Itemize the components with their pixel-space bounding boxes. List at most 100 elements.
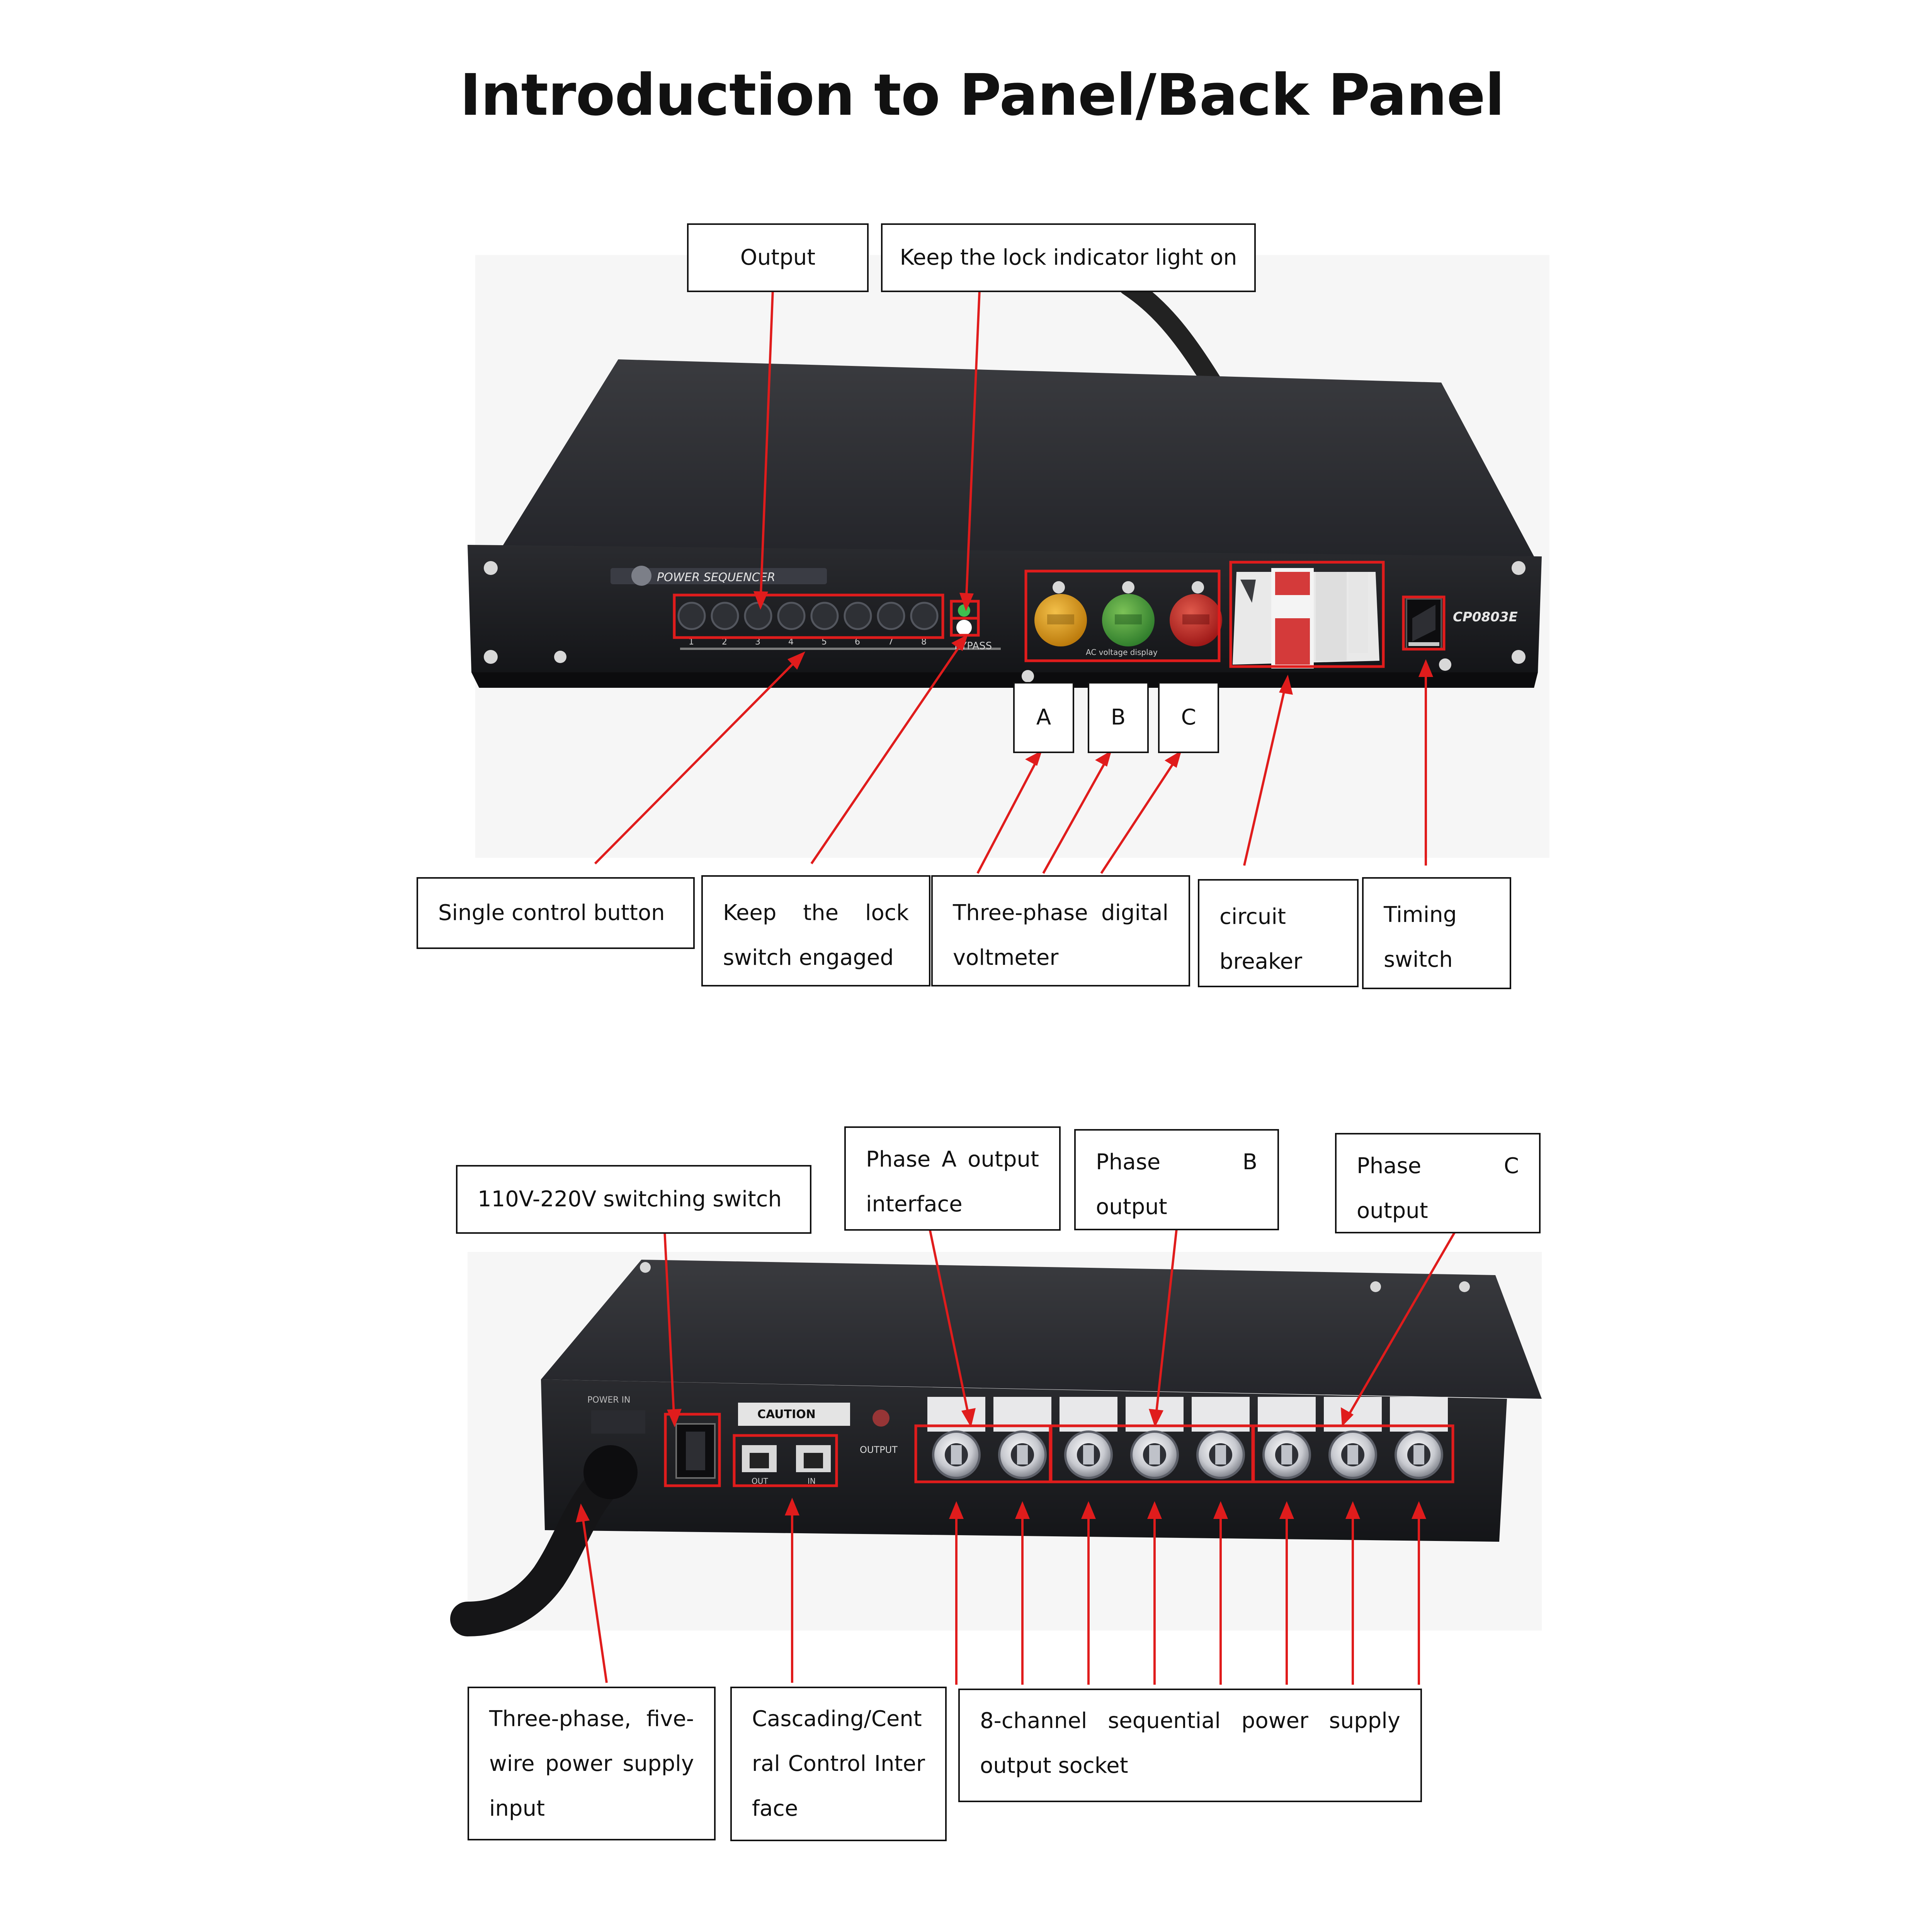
front-bottom-edge — [471, 672, 1538, 688]
voltmeter-lamps: AC voltage display — [1034, 581, 1222, 657]
socket-leader-lines — [955, 1509, 1420, 1685]
buttons-highlight — [673, 594, 944, 639]
lock-switch[interactable] — [956, 620, 972, 635]
back-leader-lines — [580, 1226, 1458, 1683]
control-button-2[interactable] — [711, 602, 739, 630]
leader-phase-c — [1100, 755, 1180, 874]
control-button-5[interactable] — [810, 602, 839, 630]
label-circuit-breaker: circuit breaker — [1198, 879, 1359, 987]
voltmeter-highlight — [1024, 570, 1221, 662]
front-arrowheads — [753, 591, 1433, 768]
front-leader-lines — [594, 289, 1427, 874]
label-phase-b-output: Phase B output interface — [1074, 1129, 1279, 1230]
switch-highlight — [664, 1413, 721, 1487]
model-label: CP0803E — [1453, 609, 1518, 625]
socket-arrow-2 — [1015, 1501, 1030, 1519]
socket-arrow-7 — [1345, 1501, 1360, 1519]
power-in-spec-plate — [591, 1410, 645, 1434]
timing-switch-highlight — [1402, 595, 1446, 651]
front-face — [468, 545, 1542, 672]
brand-strip — [611, 568, 827, 584]
button-number-7: 7 — [888, 637, 893, 647]
socket-arrow-5 — [1213, 1501, 1228, 1519]
button-number-5: 5 — [821, 637, 827, 647]
button-number-3: 3 — [755, 637, 760, 647]
label-power-supply-input: Three-phase, five-wire power supply inpu… — [468, 1687, 716, 1840]
leader-indicator — [965, 289, 981, 606]
button-number-4: 4 — [788, 637, 794, 647]
power-input-cable — [450, 1459, 628, 1636]
control-button-7[interactable] — [877, 602, 905, 630]
leader-phase-b — [1042, 755, 1110, 874]
control-button-3[interactable] — [744, 602, 772, 630]
label-phase-c: C — [1158, 682, 1219, 753]
control-button-4[interactable] — [777, 602, 806, 630]
label-output-sockets: 8-channel sequential power supply output… — [958, 1689, 1422, 1802]
back-panel-device: POWER IN CAUTION OUT IN OUTPUT — [450, 1252, 1542, 1636]
label-phase-b: B — [1088, 682, 1149, 753]
button-underline — [680, 648, 1001, 650]
socket-arrowheads — [949, 1501, 1426, 1519]
back-top-face — [541, 1260, 1542, 1399]
label-lock-switch: Keep the lock switch engaged — [701, 875, 930, 986]
brand-label: POWER SEQUENCER — [657, 571, 775, 584]
socket-arrow-1 — [949, 1501, 964, 1519]
label-phase-a: A — [1013, 682, 1074, 753]
caution-label — [738, 1403, 850, 1426]
leader-phase-b-output — [1154, 1228, 1178, 1422]
control-button-1[interactable] — [677, 602, 706, 630]
page-title: Introduction to Panel/Back Panel — [460, 62, 1505, 128]
label-single-control-button: Single control button — [417, 877, 695, 949]
label-110v-220v-switch: 110V-220V switching switch — [456, 1165, 811, 1234]
caution-text: CAUTION — [757, 1408, 816, 1421]
control-button-8[interactable] — [910, 602, 939, 630]
back-arrowheads — [576, 1407, 1354, 1522]
label-three-phase-voltmeter: Three-phase digital voltmeter — [931, 875, 1190, 986]
port-out-label: OUT — [752, 1476, 768, 1486]
single-control-buttons — [677, 602, 939, 630]
circuit-breaker-device — [1233, 568, 1379, 668]
lamp-a-bolt — [1053, 581, 1065, 594]
leader-phase-c-output — [1344, 1228, 1458, 1423]
rack-screws-front — [484, 561, 1526, 682]
timing-switch-device — [1406, 598, 1442, 650]
lamp-c-bolt — [1192, 581, 1204, 594]
leader-switch — [663, 1230, 675, 1422]
meter-caption: AC voltage display — [1086, 648, 1158, 657]
output-label: OUTPUT — [860, 1444, 898, 1455]
back-highlight-boxes — [664, 1413, 1454, 1487]
label-phase-c-output: Phase C output interface — [1335, 1133, 1541, 1233]
label-lock-indicator: Keep the lock indicator light on — [881, 223, 1256, 292]
brand-logo — [631, 566, 651, 586]
socket-arrow-3 — [1081, 1501, 1096, 1519]
leader-output — [759, 289, 774, 605]
breaker-highlight — [1229, 561, 1385, 668]
button-number-2: 2 — [722, 637, 727, 647]
label-timing-switch: Timing switch — [1362, 877, 1511, 989]
label-cascading-interface: Cascading/Central Control Interface — [730, 1687, 947, 1841]
leader-phase-a-output — [928, 1226, 971, 1422]
front-highlight-boxes — [673, 561, 1446, 668]
rj45-highlight — [733, 1434, 838, 1487]
button-number-6: 6 — [855, 637, 860, 647]
power-in-label: POWER IN — [587, 1395, 630, 1405]
leader-single-control — [594, 656, 801, 865]
phase-c-highlight — [1252, 1424, 1454, 1483]
port-in-label: IN — [808, 1476, 816, 1486]
lock-switch-highlight — [950, 617, 980, 637]
lamp-b-bolt — [1122, 581, 1134, 594]
socket-arrow-8 — [1412, 1501, 1426, 1519]
power-input-gland — [583, 1445, 638, 1499]
socket-arrow-6 — [1279, 1501, 1294, 1519]
front-top-face — [498, 359, 1534, 556]
label-phase-a-output: Phase A output interface — [844, 1126, 1061, 1231]
button-number-1: 1 — [689, 637, 694, 647]
label-output: Output — [687, 223, 869, 292]
control-button-6[interactable] — [844, 602, 872, 630]
leader-power-input — [580, 1509, 608, 1683]
leader-breaker — [1243, 680, 1288, 866]
